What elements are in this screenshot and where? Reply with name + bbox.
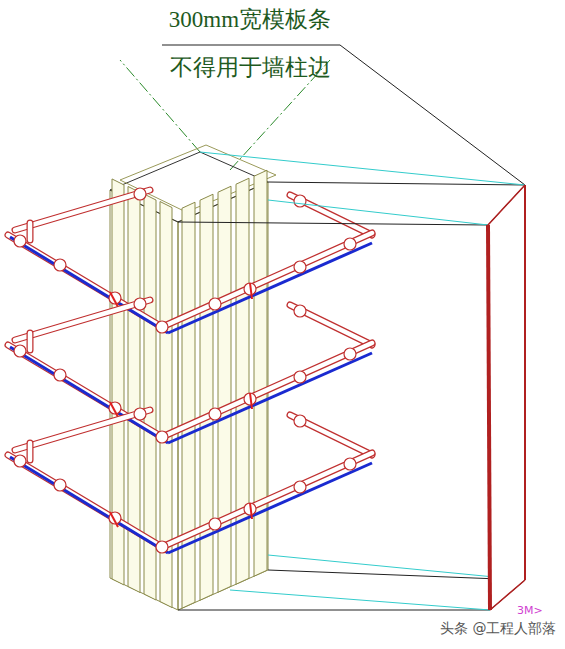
clamp <box>14 345 26 357</box>
steel-pipe <box>162 343 372 437</box>
clamp <box>156 431 168 443</box>
clamp <box>294 371 306 383</box>
steel-pipe <box>15 410 150 450</box>
projection-lines <box>178 152 525 610</box>
steel-pipe <box>15 410 150 450</box>
clamp <box>209 408 221 420</box>
clamp <box>54 369 66 381</box>
steel-pipe <box>27 223 34 240</box>
wedge <box>110 292 118 307</box>
steel-pipe <box>15 300 150 340</box>
clamp <box>54 259 66 271</box>
steel-pipe <box>15 190 150 230</box>
column-faces <box>110 145 276 610</box>
tie-rod <box>168 353 372 443</box>
steel-pipe <box>290 195 372 235</box>
steel-pipe <box>28 223 33 240</box>
clamp <box>134 298 146 310</box>
clamp <box>54 479 66 491</box>
clamp <box>294 195 306 207</box>
steel-pipe <box>28 443 33 460</box>
steel-pipe <box>27 443 34 460</box>
callout-text: 不得用于墙柱边 <box>170 52 331 83</box>
steel-pipe <box>162 233 372 327</box>
clamp <box>156 321 168 333</box>
steel-pipe <box>15 190 150 230</box>
steel-pipe <box>290 305 372 345</box>
clamp <box>294 481 306 493</box>
tie-rod <box>10 457 168 553</box>
clamp <box>134 188 146 200</box>
clamp <box>14 455 26 467</box>
clamp <box>209 518 221 530</box>
callout-text: 300mm宽模板条 <box>169 4 331 35</box>
clamp <box>156 541 168 553</box>
callout-lines <box>120 45 525 185</box>
tie-rod <box>168 243 372 333</box>
clamp <box>134 408 146 420</box>
wedge <box>250 393 252 409</box>
wedge <box>250 283 252 299</box>
steel-pipe <box>162 453 372 547</box>
steel-pipe <box>27 333 34 350</box>
steel-pipe <box>290 415 372 455</box>
wedge <box>250 503 252 519</box>
steel-pipe <box>162 233 372 327</box>
steel-pipe <box>28 333 33 350</box>
clamp <box>294 261 306 273</box>
wedge <box>110 512 118 527</box>
clamp <box>294 305 306 317</box>
watermark: 头条 @工程人部落 <box>440 620 556 638</box>
pipe-clamps <box>8 188 372 553</box>
steel-pipe <box>162 343 372 437</box>
exploded-board <box>488 185 525 610</box>
clamp <box>14 235 26 247</box>
steel-pipe <box>290 415 372 455</box>
clamp <box>294 415 306 427</box>
tie-rod <box>168 463 372 553</box>
clamp <box>344 458 356 470</box>
steel-pipe <box>162 453 372 547</box>
steel-pipe <box>290 195 372 235</box>
steel-pipe <box>290 305 372 345</box>
steel-pipe <box>15 300 150 340</box>
wedge <box>110 402 118 417</box>
clamp <box>344 238 356 250</box>
clamp <box>209 298 221 310</box>
clamp <box>344 348 356 360</box>
dimension-mark: 3M> <box>517 604 543 617</box>
